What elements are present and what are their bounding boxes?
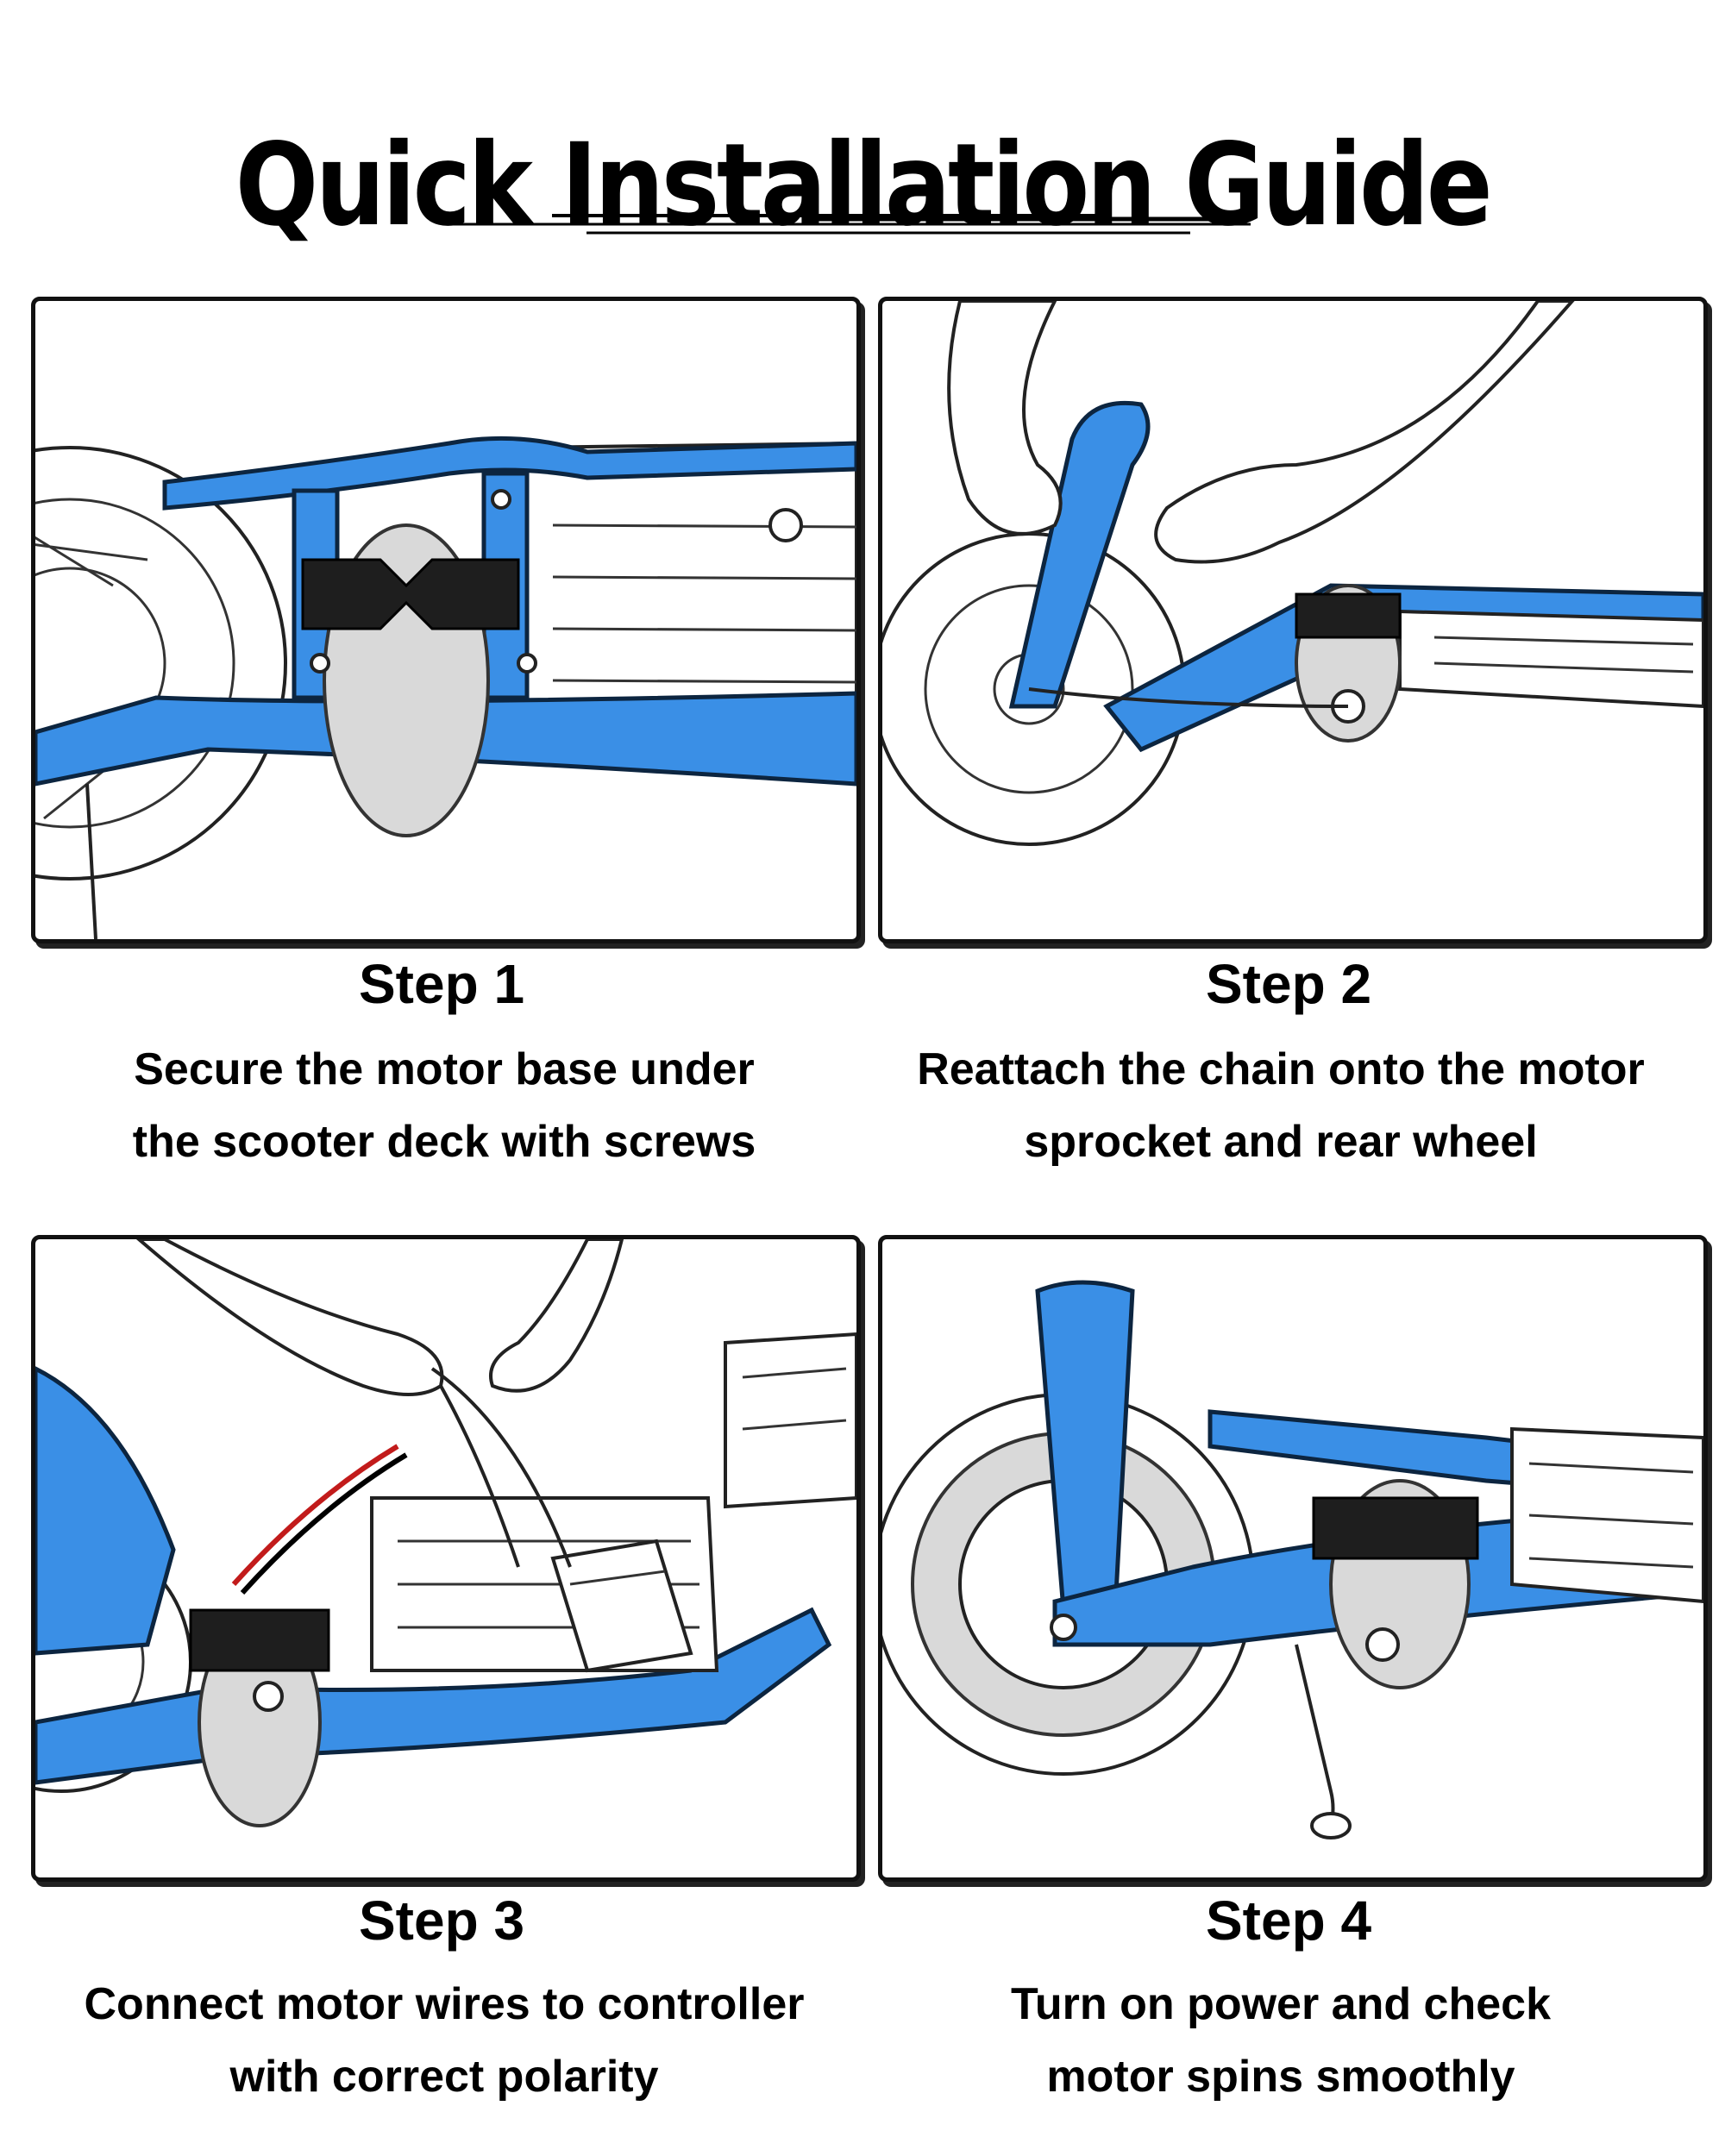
- step-1-line-1: Secure the motor base under: [134, 1044, 755, 1094]
- step-2-title: Step 2: [1205, 953, 1372, 1015]
- step-1-description: Secure the motor base under the scooter …: [17, 1033, 871, 1178]
- step-4-illustration: [878, 1235, 1708, 1882]
- motor-icon: [1295, 584, 1402, 743]
- battery-icon: [724, 1332, 856, 1509]
- step-3-line-1: Connect motor wires to controller: [84, 1979, 805, 2029]
- step-2-line-1: Reattach the chain onto the motor: [917, 1044, 1645, 1094]
- rear-wheel-icon: [35, 446, 287, 881]
- step-2-description: Reattach the chain onto the motor sprock…: [854, 1033, 1708, 1178]
- controller-icon: [550, 1539, 693, 1673]
- deck-plate-icon: [517, 441, 856, 734]
- step-1-line-2: the scooter deck with screws: [132, 1117, 756, 1167]
- step-2-illustration: [878, 297, 1708, 943]
- step-2-line-2: sprocket and rear wheel: [1024, 1117, 1538, 1167]
- battery-icon: [1510, 1426, 1703, 1604]
- kickstand-icon: [1295, 1644, 1352, 1839]
- title-underline-decoration: [448, 214, 1251, 235]
- step-1-title: Step 1: [358, 953, 525, 1015]
- step-4-description: Turn on power and check motor spins smoo…: [854, 1968, 1708, 2113]
- deck-icon: [1398, 609, 1703, 709]
- motor-icon: [189, 1608, 330, 1827]
- step-3-line-2: with correct polarity: [229, 2052, 659, 2102]
- step-3-illustration: [31, 1235, 861, 1882]
- hands-icon: [947, 301, 1575, 564]
- motor-icon: [301, 489, 537, 837]
- step-4-line-2: motor spins smoothly: [1046, 2052, 1515, 2102]
- step-3-title: Step 3: [358, 1890, 525, 1952]
- motor-icon: [1312, 1479, 1479, 1689]
- hands-icon: [135, 1239, 624, 1396]
- step-4-line-1: Turn on power and check: [1010, 1979, 1551, 2029]
- step-3-description: Connect motor wires to controller with c…: [17, 1968, 871, 2113]
- page-title: Quick Installation Guide: [235, 119, 1493, 253]
- step-1-illustration: [31, 297, 861, 943]
- step-4-title: Step 4: [1205, 1890, 1372, 1952]
